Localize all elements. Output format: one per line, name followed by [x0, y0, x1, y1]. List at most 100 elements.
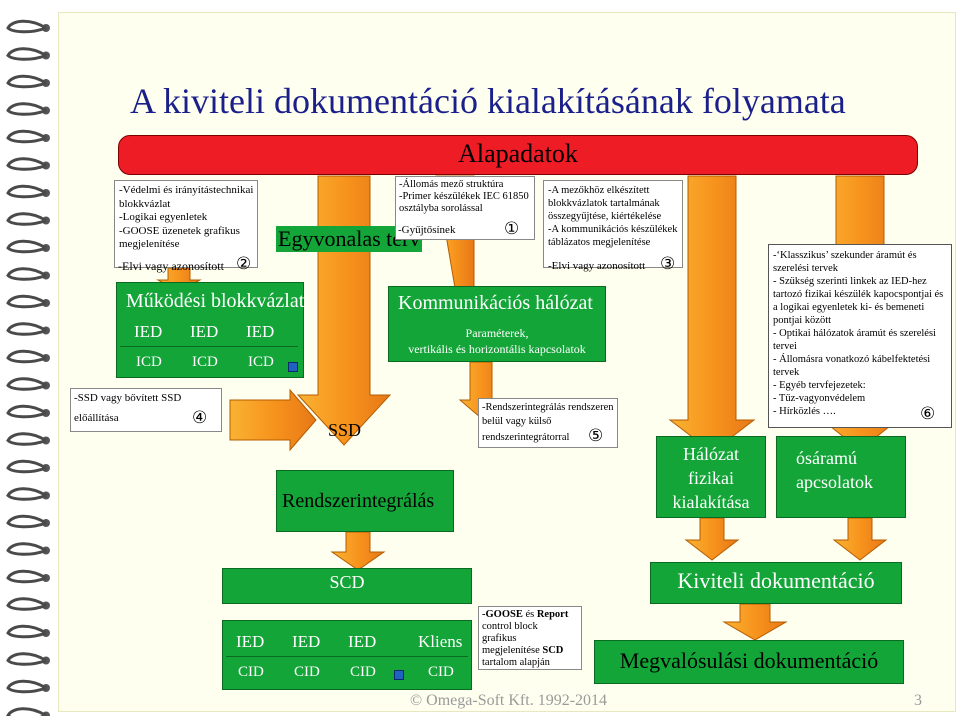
icd-label: ICD [136, 354, 162, 370]
binding-ring [6, 404, 47, 419]
binding-ring [6, 102, 47, 116]
box-center-line: -Állomás mező struktúra [399, 179, 504, 190]
halozat-line: fizikai [688, 468, 734, 488]
scd-divider [226, 656, 468, 657]
box3-line: -A mezőkhöz elkészített [548, 185, 650, 196]
komm-line1: Paraméterek, [465, 326, 529, 340]
box5-line: belül vagy külső [482, 415, 552, 427]
icd-label: ICD [192, 354, 218, 370]
kiviteli-label: Kiviteli dokumentáció [677, 568, 875, 593]
box1-footer: -Elvi vagy azonosított [118, 259, 224, 273]
copyright-footer: © Omega-Soft Kft. 1992-2014 [410, 692, 608, 709]
num-6: ⑥ [920, 404, 936, 423]
binding-ring [6, 679, 47, 694]
box6-line: tartozó fizikai készülék kapocspontjai é… [773, 289, 944, 300]
box1-line: -Védelmi és irányítástechnikai [119, 184, 254, 196]
megvalosulasi-block [594, 640, 904, 684]
binding-ring [6, 267, 47, 281]
num-5: ⑤ [588, 426, 604, 445]
goose-line: grafikus [482, 633, 517, 644]
kliens-label: Kliens [418, 632, 463, 651]
box6-line: tervei [773, 341, 797, 352]
komm-title: Kommunikációs hálózat [398, 292, 593, 314]
box6-line: - Szükség szerinti linkek az IED-hez [773, 276, 927, 287]
goose-line: tartalom alapján [482, 657, 550, 668]
binding-ring [6, 129, 47, 144]
kommunikacios-halozat [388, 286, 606, 362]
box5-line: rendszerintegrátorral [482, 432, 570, 443]
goose-line: megjelenítése [482, 645, 543, 656]
binding-ring [6, 184, 47, 199]
halozat-block [656, 436, 766, 518]
binding-ring [6, 542, 47, 556]
binding-ring [6, 157, 47, 171]
komm-line2: vertikális és horizontális kapcsolatok [408, 342, 586, 356]
spiral-binding [0, 0, 60, 716]
ied-label: IED [246, 322, 275, 341]
box1-line: -GOOSE üzenetek grafikus [119, 224, 240, 237]
box-rendszerintegralas-note: -Rendszerintegrálás rendszeren belül vag… [478, 398, 618, 448]
box-goose: -GOOSE és Report control block grafikus … [478, 606, 582, 670]
binding-ring [6, 19, 47, 34]
halozat-text: Hálózat fizikai kialakítása [656, 442, 766, 514]
corner-dot [288, 362, 298, 372]
corner-dot [394, 670, 404, 680]
box3-line: -A kommunikációs készülékek [548, 224, 678, 235]
binding-ring [6, 597, 47, 611]
box3-line: táblázatos megjelenítése [548, 237, 651, 248]
box1-line: -Logikai egyenletek [119, 211, 208, 223]
halozat-line: kialakítása [672, 492, 750, 512]
arrow-ssd-right [229, 388, 317, 452]
num-2: ② [236, 254, 252, 273]
cid-label: CID [350, 664, 376, 680]
aramut-line: apcsolatok [796, 472, 873, 492]
box6-line: -‘Klasszikus’ szekunder áramút és [773, 250, 917, 261]
ied-label: IED [292, 632, 321, 651]
box6-line: - Állomásra vonatkozó kábelfektetési [773, 354, 931, 365]
box6-line: - Optikai hálózatok áramút és szerelési [773, 328, 936, 339]
box3-line: blokkvázlatok tartalmának [548, 198, 660, 209]
binding-ring [6, 74, 47, 89]
ied-label: IED [190, 322, 219, 341]
goose-bold: -GOOSE [482, 609, 523, 620]
box6-line: szerelési tervek [773, 263, 839, 274]
binding-ring [6, 432, 47, 446]
box6-line: - Egyéb tervfejezetek: [773, 380, 866, 391]
box-allomas: -Állomás mező struktúra -Primer készülék… [395, 176, 535, 240]
ied-label: IED [348, 632, 377, 651]
box6-line: - Tűz-vagyonvédelem [773, 393, 866, 404]
mukodesi-blokkvazlat [116, 282, 304, 378]
page-number: 3 [914, 692, 922, 709]
box-center-line: osztályba sorolással [399, 203, 483, 214]
page-title: A kiviteli dokumentáció kialakításának f… [130, 81, 846, 121]
arrow-aramut-to-kiviteli [832, 517, 888, 561]
binding-ring [6, 652, 47, 666]
ssd-label: SSD [328, 420, 362, 440]
mukodesi-title: Működési blokkvázlat [126, 290, 305, 312]
binding-ring [6, 377, 47, 391]
box4-line1: -SSD vagy bővített SSD [74, 392, 182, 404]
kiviteli-block [650, 562, 902, 604]
scd-label: SCD [329, 572, 365, 592]
arrow-halozat-to-kiviteli [684, 517, 740, 561]
aramut-line: ósáramú [796, 448, 857, 468]
arrow-ssd-down [296, 175, 392, 446]
binding-ring [6, 487, 47, 501]
ied-label: IED [134, 322, 163, 341]
binding-ring [6, 239, 47, 254]
cid-label: CID [238, 664, 264, 680]
box-ssd [70, 388, 222, 432]
binding-ring [6, 212, 47, 226]
box-center-line: -Primer készülékek IEC 61850 [399, 191, 529, 202]
box-klasszikus: -‘Klasszikus’ szekunder áramút és szerel… [768, 244, 952, 428]
box6-line: tervek [773, 367, 800, 378]
megvalosulasi-label: Megvalósulási dokumentáció [619, 648, 879, 673]
arrow-rendszer-down [330, 531, 386, 571]
alapadatok-label: Alapadatok [458, 139, 578, 168]
goose-line1: -GOOSE és Report [482, 609, 581, 621]
cid-label: CID [294, 664, 320, 680]
binding-ring [6, 459, 47, 474]
box1-line: blokkvázlat [119, 197, 171, 210]
rendszerintegralas-block [276, 470, 454, 532]
box3-line: összegyűjtése, kiértékelése [548, 211, 662, 222]
